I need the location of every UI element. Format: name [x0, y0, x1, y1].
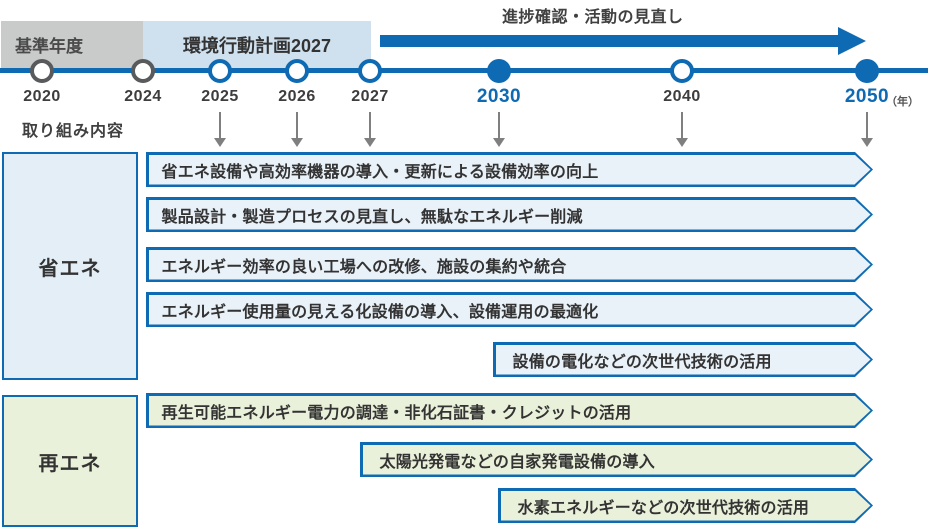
review-label: 進捗確認・活動の見直し [502, 9, 684, 26]
timeline-dot-2050 [855, 59, 879, 83]
year-label-2020: 2020 [23, 88, 61, 105]
down-arrow-2026-head-icon [291, 138, 303, 147]
category-label-renewable: 再エネ [38, 452, 102, 475]
task-bar-1-label: 省エネ設備や高効率機器の導入・更新による設備効率の向上 [161, 163, 599, 181]
year-label-2027: 2027 [351, 88, 389, 105]
task-bar-5: 設備の電化などの次世代技術の活用 [493, 342, 873, 377]
content-header-label: 取り組み内容 [22, 123, 125, 140]
down-arrow-2027-head-icon [364, 138, 376, 147]
task-bar-7-label: 太陽光発電などの自家発電設備の導入 [379, 453, 655, 471]
down-arrow-2027-icon [369, 112, 371, 138]
down-arrow-2040-head-icon [676, 138, 688, 147]
down-arrow-2025-head-icon [214, 138, 226, 147]
task-bar-3-label: エネルギー効率の良い工場への改修、施設の集約や統合 [161, 258, 567, 276]
down-arrow-2030-head-icon [493, 138, 505, 147]
timeline-dot-2026 [285, 59, 309, 83]
down-arrow-2050-icon [866, 112, 868, 138]
timeline-dot-2025 [208, 59, 232, 83]
year-label-2030: 2030 [476, 86, 522, 107]
category-box-renewable: 再エネ [2, 395, 138, 527]
review-arrow-head-icon [838, 27, 866, 55]
task-bar-4: エネルギー使用量の見える化設備の導入、設備運用の最適化 [146, 292, 873, 327]
base-period-label: 基準年度 [15, 37, 83, 56]
year-unit-label: （年） [886, 96, 919, 108]
timeline-dot-2030 [487, 59, 511, 83]
down-arrow-2040-icon [681, 112, 683, 138]
plan-period-label: 環境行動計画2027 [182, 35, 332, 56]
down-arrow-2026-icon [296, 112, 298, 138]
task-bar-8: 水素エネルギーなどの次世代技術の活用 [498, 488, 873, 523]
task-bar-4-label: エネルギー使用量の見える化設備の導入、設備運用の最適化 [161, 303, 599, 321]
review-arrow-shaft [380, 35, 840, 47]
year-label-2050: 2050 [844, 86, 890, 107]
timeline-dot-2027 [358, 59, 382, 83]
timeline-dot-2024 [131, 59, 155, 83]
year-label-2026: 2026 [278, 88, 316, 105]
plan-period-box: 環境行動計画2027 [143, 21, 371, 68]
task-bar-2-label: 製品設計・製造プロセスの見直し、無駄なエネルギー削減 [161, 208, 583, 226]
category-box-energy-saving: 省エネ [2, 152, 138, 380]
task-bar-6-label: 再生可能エネルギー電力の調達・非化石証書・クレジットの活用 [161, 404, 632, 422]
task-bar-5-label: 設備の電化などの次世代技術の活用 [512, 353, 772, 371]
task-bar-7: 太陽光発電などの自家発電設備の導入 [360, 442, 873, 477]
timeline-axis [0, 68, 928, 73]
year-label-2024: 2024 [124, 88, 162, 105]
timeline-dot-2040 [670, 59, 694, 83]
category-label-energy-saving: 省エネ [38, 257, 102, 280]
base-period-box: 基準年度 [1, 21, 143, 68]
task-bar-3: エネルギー効率の良い工場への改修、施設の集約や統合 [146, 247, 873, 282]
down-arrow-2050-head-icon [861, 138, 873, 147]
task-bar-6: 再生可能エネルギー電力の調達・非化石証書・クレジットの活用 [146, 393, 873, 428]
task-bar-2: 製品設計・製造プロセスの見直し、無駄なエネルギー削減 [146, 197, 873, 232]
year-label-2040: 2040 [663, 88, 701, 105]
down-arrow-2030-icon [498, 112, 500, 138]
task-bar-8-label: 水素エネルギーなどの次世代技術の活用 [517, 499, 810, 517]
timeline-dot-2020 [30, 59, 54, 83]
year-label-2025: 2025 [201, 88, 239, 105]
task-bar-1: 省エネ設備や高効率機器の導入・更新による設備効率の向上 [146, 152, 873, 187]
down-arrow-2025-icon [219, 112, 221, 138]
